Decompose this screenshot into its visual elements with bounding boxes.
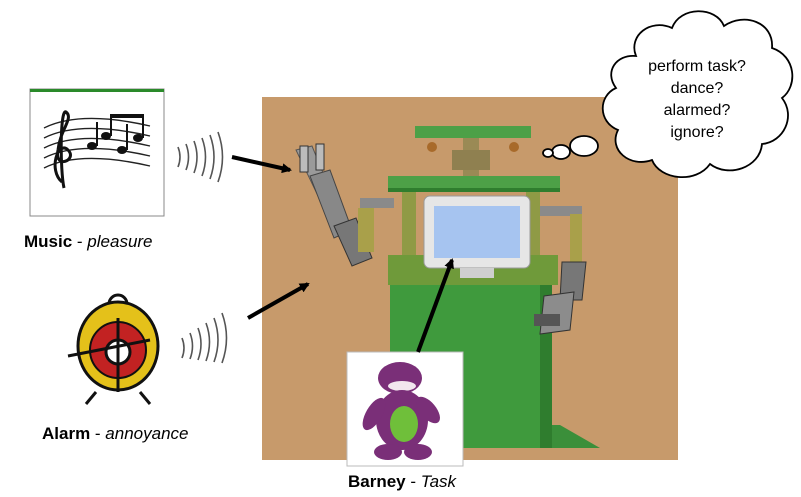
caption-name: Music (24, 232, 73, 251)
thought-line: ignore? (670, 124, 724, 141)
caption-separator: - (405, 472, 421, 491)
music-score-icon (29, 88, 165, 217)
thought-line: alarmed? (663, 102, 731, 119)
caption-separator: - (90, 424, 106, 443)
thought-line: dance? (670, 80, 724, 97)
thought-cloud-icon (542, 10, 794, 178)
robot-left-arm (295, 143, 394, 267)
arrow-icon (416, 258, 454, 353)
alarm-caption: Alarm - annoyance (42, 424, 188, 444)
thought-bubble-text: perform task? dance? alarmed? ignore? (622, 56, 772, 144)
caption-desc: Task (420, 472, 457, 491)
sound-wave-icon (177, 131, 224, 183)
arrow-icon (247, 282, 310, 320)
caption-desc: annoyance (105, 424, 189, 443)
robot-right-arm (534, 206, 587, 335)
arrow-icon (231, 155, 292, 174)
caption-name: Alarm (42, 424, 91, 443)
barney-toy-icon (346, 351, 464, 467)
caption-desc: pleasure (87, 232, 153, 251)
caption-separator: - (72, 232, 88, 251)
caption-name: Barney (348, 472, 406, 491)
sound-wave-icon (181, 312, 228, 364)
barney-caption: Barney - Task (348, 472, 456, 492)
thought-line: perform task? (648, 58, 746, 75)
alarm-clock-icon (67, 293, 160, 405)
music-caption: Music - pleasure (24, 232, 153, 252)
